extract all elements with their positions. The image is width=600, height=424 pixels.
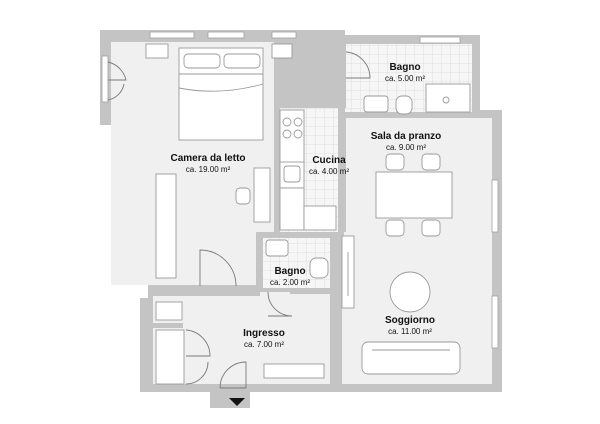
room-label-bedroom: Camera da letto ca. 19.00 m² [170,153,245,174]
room-name: Bagno [389,62,421,73]
sofa [361,341,461,375]
room-name: Cucina [312,155,346,166]
interior-walls [148,35,480,392]
room-area: ca. 5.00 m² [384,73,426,83]
room-area: ca. 19.00 m² [185,164,231,174]
room-label-bath-top: Bagno ca. 5.00 m² [385,62,425,83]
room-area: ca. 7.00 m² [243,339,284,349]
room-name: Sala da pranzo [370,131,442,142]
furniture [145,43,471,385]
windows [101,31,499,349]
entrance-arrow-icon [229,398,245,406]
room-area: ca. 11.00 m² [388,326,432,336]
room-name: Ingresso [243,328,285,339]
room-name: Soggiorno [385,315,435,326]
room-label-dining: Sala da pranzo ca. 9.00 m² [371,131,442,152]
room-name: Bagno [274,266,306,277]
room-area: ca. 9.00 m² [385,142,427,152]
room-label-entry: Ingresso ca. 7.00 m² [243,328,285,349]
room-label-living: Soggiorno ca. 11.00 m² [385,315,435,336]
room-area: ca. 4.00 m² [308,166,350,176]
dining-table [375,171,453,219]
room-area: ca. 2.00 m² [269,277,311,287]
room-name: Camera da letto [170,153,246,164]
room-label-kitchen: Cucina ca. 4.00 m² [309,155,349,176]
doors [107,51,371,389]
room-label-bath-small: Bagno ca. 2.00 m² [270,266,310,287]
